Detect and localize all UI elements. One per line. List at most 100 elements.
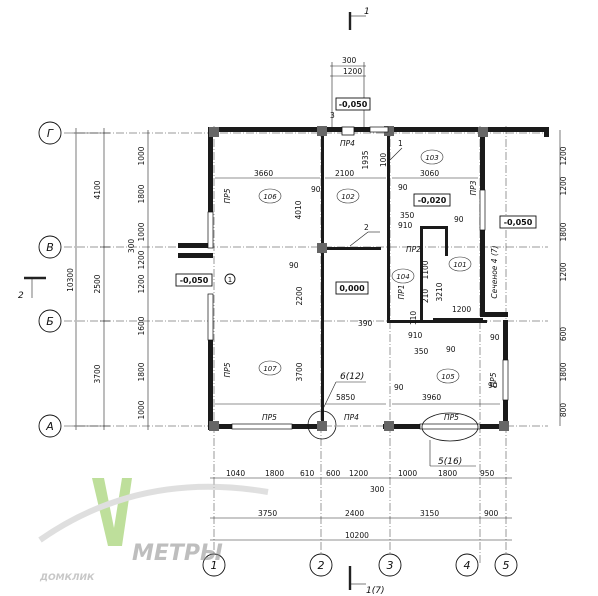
svg-text:1935: 1935	[361, 150, 370, 169]
svg-text:3700: 3700	[93, 364, 102, 383]
callout-five: 5(16)	[421, 412, 479, 467]
svg-text:90: 90	[490, 333, 500, 342]
dims-bottom-total: 10200	[210, 531, 512, 541]
svg-text:ДОМКЛИК: ДОМКЛИК	[39, 573, 95, 583]
dims-left-outer: 10300 4100 2500 3700	[66, 128, 110, 430]
svg-text:1200: 1200	[137, 274, 146, 293]
room-101: 101	[448, 256, 472, 272]
svg-text:2500: 2500	[93, 274, 102, 293]
svg-text:ПР2: ПР2	[406, 245, 421, 254]
svg-text:610: 610	[300, 469, 315, 478]
svg-text:-0,020: -0,020	[418, 196, 447, 205]
svg-text:1800: 1800	[559, 362, 568, 381]
svg-text:2100: 2100	[335, 169, 354, 178]
svg-text:-0,050: -0,050	[504, 218, 533, 227]
svg-text:Б: Б	[46, 315, 54, 328]
svg-text:А: А	[45, 420, 54, 433]
svg-text:3060: 3060	[420, 169, 439, 178]
svg-text:1: 1	[398, 139, 403, 148]
svg-text:104: 104	[396, 273, 409, 281]
svg-text:90: 90	[289, 261, 299, 270]
svg-text:1100: 1100	[421, 260, 430, 279]
svg-text:3210: 3210	[435, 282, 444, 301]
svg-text:В: В	[46, 241, 54, 254]
svg-text:1000: 1000	[137, 222, 146, 241]
svg-text:90: 90	[311, 185, 321, 194]
grid-bubble-col-5: 5	[494, 553, 518, 577]
svg-text:1040: 1040	[226, 469, 245, 478]
watermark-logo: МЕТРЫ ДОМКЛИК	[38, 478, 269, 583]
svg-text:1200: 1200	[559, 146, 568, 165]
room-105: 105	[436, 368, 460, 384]
svg-text:106: 106	[263, 193, 277, 201]
svg-text:2: 2	[318, 559, 325, 572]
dims-bottom-2: 3750 2400 3150 900	[210, 509, 512, 519]
svg-text:90: 90	[398, 183, 408, 192]
svg-text:900: 900	[484, 509, 499, 518]
svg-text:300: 300	[127, 239, 136, 254]
svg-text:3750: 3750	[258, 509, 277, 518]
svg-text:90: 90	[454, 215, 464, 224]
svg-text:390: 390	[358, 319, 373, 328]
section-mark-left: 2	[18, 276, 46, 301]
level-top: -0,050 3	[330, 97, 371, 120]
svg-text:800: 800	[559, 403, 568, 418]
svg-text:ПР4: ПР4	[340, 139, 355, 148]
dims-left-inner: 1000 1800 1000 300 1200 1200 1600 1800 1…	[127, 130, 149, 430]
svg-text:10200: 10200	[345, 531, 369, 540]
room-labels: 106 102 103 101 104 107 105	[258, 149, 472, 384]
grid-bubble-row-v: В	[38, 235, 62, 259]
svg-text:1000: 1000	[137, 146, 146, 165]
svg-text:102: 102	[341, 193, 355, 201]
grid-bubble-col-1: 1	[202, 553, 226, 577]
svg-text:1000: 1000	[137, 400, 146, 419]
svg-text:910: 910	[408, 331, 423, 340]
svg-text:ПР3: ПР3	[469, 180, 478, 195]
svg-text:107: 107	[263, 365, 277, 373]
level-left: -0,050 1	[175, 273, 236, 287]
svg-text:-0,050: -0,050	[339, 100, 368, 109]
svg-text:0,000: 0,000	[339, 284, 365, 293]
svg-text:2: 2	[18, 291, 24, 301]
svg-text:Сеченое 4 (7): Сеченое 4 (7)	[490, 245, 499, 298]
room-103: 103	[420, 149, 444, 165]
svg-text:90: 90	[488, 381, 498, 390]
svg-text:210: 210	[421, 289, 430, 304]
svg-text:3700: 3700	[295, 362, 304, 381]
svg-text:600: 600	[326, 469, 341, 478]
dims-right: 1200 1200 1800 1200 600 1800 800	[559, 130, 568, 426]
windows	[207, 126, 509, 430]
svg-text:4: 4	[464, 559, 471, 572]
grid-bubble-row-a: А	[38, 414, 62, 438]
svg-text:1200: 1200	[349, 469, 368, 478]
svg-text:-0,050: -0,050	[180, 276, 209, 285]
section-mark-bottom: 1(7)	[348, 566, 384, 596]
level-step: -0,020	[413, 193, 451, 207]
svg-text:1800: 1800	[559, 222, 568, 241]
svg-text:101: 101	[453, 261, 466, 269]
markers: ПР4 ПР5 ПР5 ПР2 ПР1 ПР3 ПР5 ПР4 ПР5 ПР5	[223, 139, 498, 422]
svg-text:90: 90	[446, 345, 456, 354]
dims-top: 300 1200	[330, 56, 366, 130]
svg-text:2400: 2400	[345, 509, 364, 518]
svg-text:1600: 1600	[137, 316, 146, 335]
svg-text:110: 110	[409, 311, 418, 326]
svg-text:МЕТРЫ: МЕТРЫ	[132, 541, 223, 566]
level-main: 0,000	[335, 281, 369, 295]
grid-bubble-col-3: 3	[378, 553, 402, 577]
svg-text:5850: 5850	[336, 393, 355, 402]
svg-text:2: 2	[364, 223, 369, 232]
svg-text:4010: 4010	[294, 200, 303, 219]
svg-text:ПР5: ПР5	[489, 372, 498, 387]
room-102: 102	[336, 188, 360, 204]
svg-text:350: 350	[400, 211, 415, 220]
svg-text:350: 350	[414, 347, 429, 356]
svg-text:1200: 1200	[452, 305, 471, 314]
svg-text:1800: 1800	[265, 469, 284, 478]
grid-bubble-row-g: Г	[38, 121, 62, 145]
svg-text:6(12): 6(12)	[340, 372, 364, 382]
svg-text:105: 105	[441, 373, 455, 381]
svg-text:ПР5: ПР5	[223, 188, 232, 203]
svg-text:103: 103	[425, 154, 438, 162]
